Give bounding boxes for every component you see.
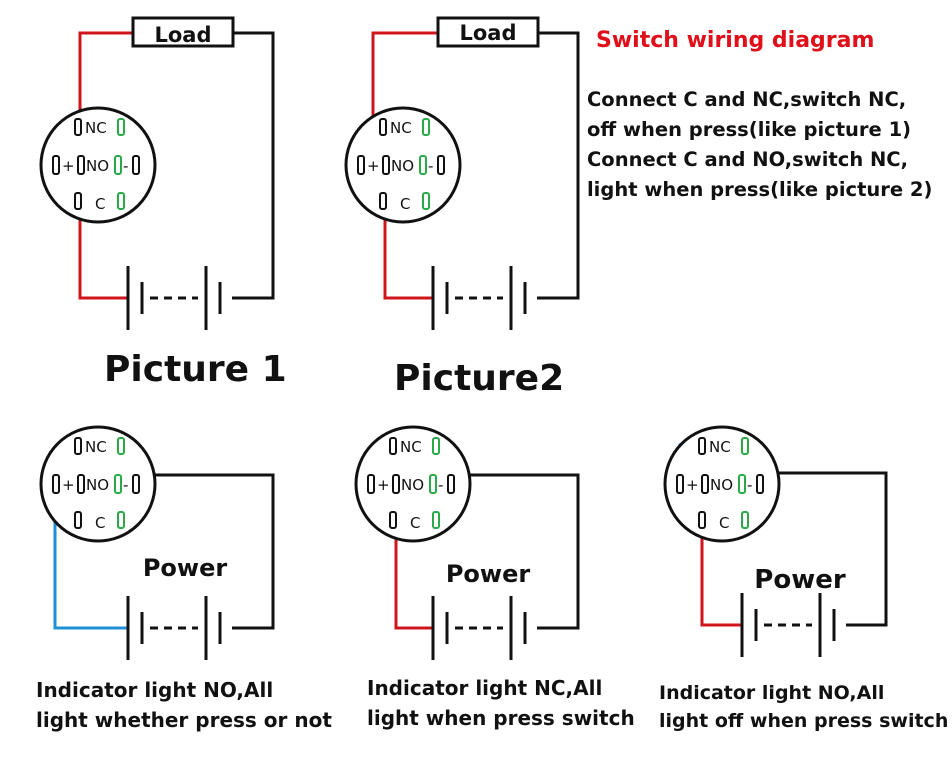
pin-nc-label: NC (709, 438, 731, 456)
pin-plus-label: + (62, 157, 75, 175)
pin-plus-label: + (367, 157, 380, 175)
pin-plus-label: + (62, 476, 75, 494)
pin-no-label: NO (391, 157, 414, 175)
picture-1-battery (126, 264, 222, 332)
pin-c-label: C (95, 195, 105, 213)
description-line-1: Connect C and NC,switch NC, (587, 88, 907, 111)
pin-c-label: C (95, 514, 105, 532)
pin-minus-label: - (438, 476, 443, 494)
picture-2-battery (431, 264, 527, 332)
pin-minus-label: - (747, 476, 752, 494)
indicator-2-caption-line-2: light when press switch (367, 706, 635, 730)
pin-no-label: NO (710, 476, 733, 494)
description-line-3: Connect C and NO,switch NC, (587, 148, 909, 171)
pin-minus-label: - (123, 476, 128, 494)
pin-c-label: C (719, 514, 729, 532)
pin-minus-label: - (123, 157, 128, 175)
pin-no-label: NO (86, 157, 109, 175)
picture-2-switch: NC NO C + - (344, 106, 462, 224)
indicator-3-switch: NC NO C + - (663, 425, 781, 543)
indicator-3-diagram: NC NO C + - Power (663, 425, 888, 659)
indicator-3-caption-line-2: light off when press switch (659, 710, 949, 732)
picture-1-caption: Picture 1 (104, 349, 287, 390)
indicator-2-caption-line-1: Indicator light NC,All (367, 676, 603, 700)
indicator-2-power-label: Power (446, 560, 531, 588)
pin-c-label: C (400, 195, 410, 213)
indicator-3-power-label: Power (754, 565, 846, 595)
picture-1-load-label: Load (154, 23, 211, 47)
indicator-1-caption-line-1: Indicator light NO,All (36, 678, 274, 702)
indicator-1-diagram: NC NO C + - Power (39, 425, 275, 662)
indicator-2-diagram: NC NO C + - Power (354, 425, 580, 662)
pin-c-label: C (410, 514, 420, 532)
pin-nc-label: NC (85, 438, 107, 456)
description-line-4: light when press(like picture 2) (587, 178, 933, 201)
picture-2-diagram: Load NC NO C + - (344, 16, 580, 332)
picture-1-diagram: Load NC NO C + - (39, 16, 275, 332)
diagram-title: Switch wiring diagram (596, 28, 875, 53)
pin-no-label: NO (401, 476, 424, 494)
indicator-1-power-label: Power (143, 554, 228, 582)
picture-2-caption: Picture2 (394, 358, 565, 399)
pin-nc-label: NC (85, 119, 107, 137)
indicator-1-switch: NC NO C + - (39, 425, 157, 543)
indicator-2-switch: NC NO C + - (354, 425, 472, 543)
pin-nc-label: NC (390, 119, 412, 137)
pin-plus-label: + (686, 476, 699, 494)
indicator-1-battery (126, 594, 222, 662)
pin-plus-label: + (377, 476, 390, 494)
indicator-3-caption-line-1: Indicator light NO,All (659, 682, 885, 704)
indicator-3-battery (740, 591, 836, 659)
pin-minus-label: - (428, 157, 433, 175)
description-line-2: off when press(like picture 1) (587, 118, 912, 141)
picture-2-load-label: Load (459, 21, 516, 45)
picture-1-switch: NC NO C + - (39, 106, 157, 224)
indicator-2-battery (431, 594, 527, 662)
pin-nc-label: NC (400, 438, 422, 456)
pin-no-label: NO (86, 476, 109, 494)
indicator-1-caption-line-2: light whether press or not (36, 708, 332, 732)
